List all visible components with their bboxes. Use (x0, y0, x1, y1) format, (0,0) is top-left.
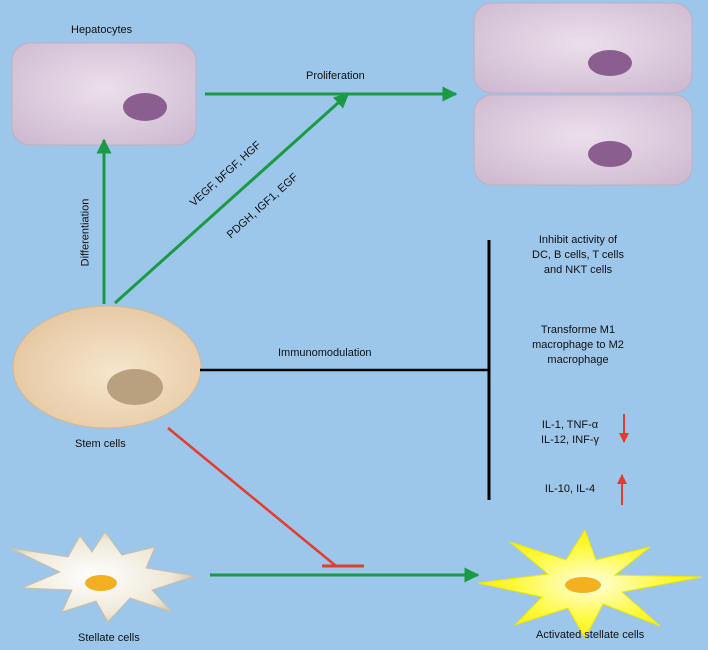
hepatocyte-nucleus (123, 93, 167, 121)
stem-cell-nucleus (107, 369, 163, 405)
hepatocyte-nucleus (588, 141, 632, 167)
inhibit-line-3: and NKT cells (543, 264, 613, 276)
differentiation-label: Differentiation (79, 198, 92, 267)
cytokines-down-line-1: IL-1, TNF-α (541, 419, 599, 431)
cytokines-down-line-2: IL-12, INF-γ (540, 434, 600, 446)
decreased-cytokines-text: IL-1, TNF-α IL-12, INF-γ (525, 418, 615, 448)
transform-line-3: macrophage (547, 354, 609, 366)
activated-stellate-cell (477, 528, 703, 640)
stellate-cells-label: Stellate cells (78, 632, 140, 644)
stellate-cell (9, 531, 196, 623)
hepatocyte-nucleus (588, 50, 632, 76)
immunomodulation-label: Immunomodulation (278, 347, 372, 359)
transform-line-1: Transforme M1 (540, 324, 616, 336)
inhibit-line-2: DC, B cells, T cells (532, 249, 624, 261)
inhibit-line-1: Inhibit activity of (538, 234, 618, 246)
stem-cells-label: Stem cells (75, 438, 126, 450)
paracrine-arrow (113, 92, 350, 305)
increased-cytokines-text: IL-10, IL-4 (544, 483, 596, 495)
activated-cell-nucleus (565, 577, 601, 593)
transform-line-2: macrophage to M2 (532, 339, 624, 351)
proliferation-label: Proliferation (306, 70, 365, 82)
inhibition-line (167, 427, 337, 567)
hepatocyte-cell (11, 42, 197, 146)
hepatocytes-label: Hepatocytes (71, 24, 133, 36)
stem-cell (12, 305, 202, 429)
proliferated-hepatocyte-top (473, 2, 693, 94)
inhibit-activity-text: Inhibit activity of DC, B cells, T cells… (508, 233, 648, 278)
proliferated-hepatocyte-bottom (473, 94, 693, 186)
transform-macrophage-text: Transforme M1 macrophage to M2 macrophag… (508, 323, 648, 368)
activated-stellate-cells-label: Activated stellate cells (536, 629, 645, 641)
stellate-cell-nucleus (85, 575, 117, 591)
